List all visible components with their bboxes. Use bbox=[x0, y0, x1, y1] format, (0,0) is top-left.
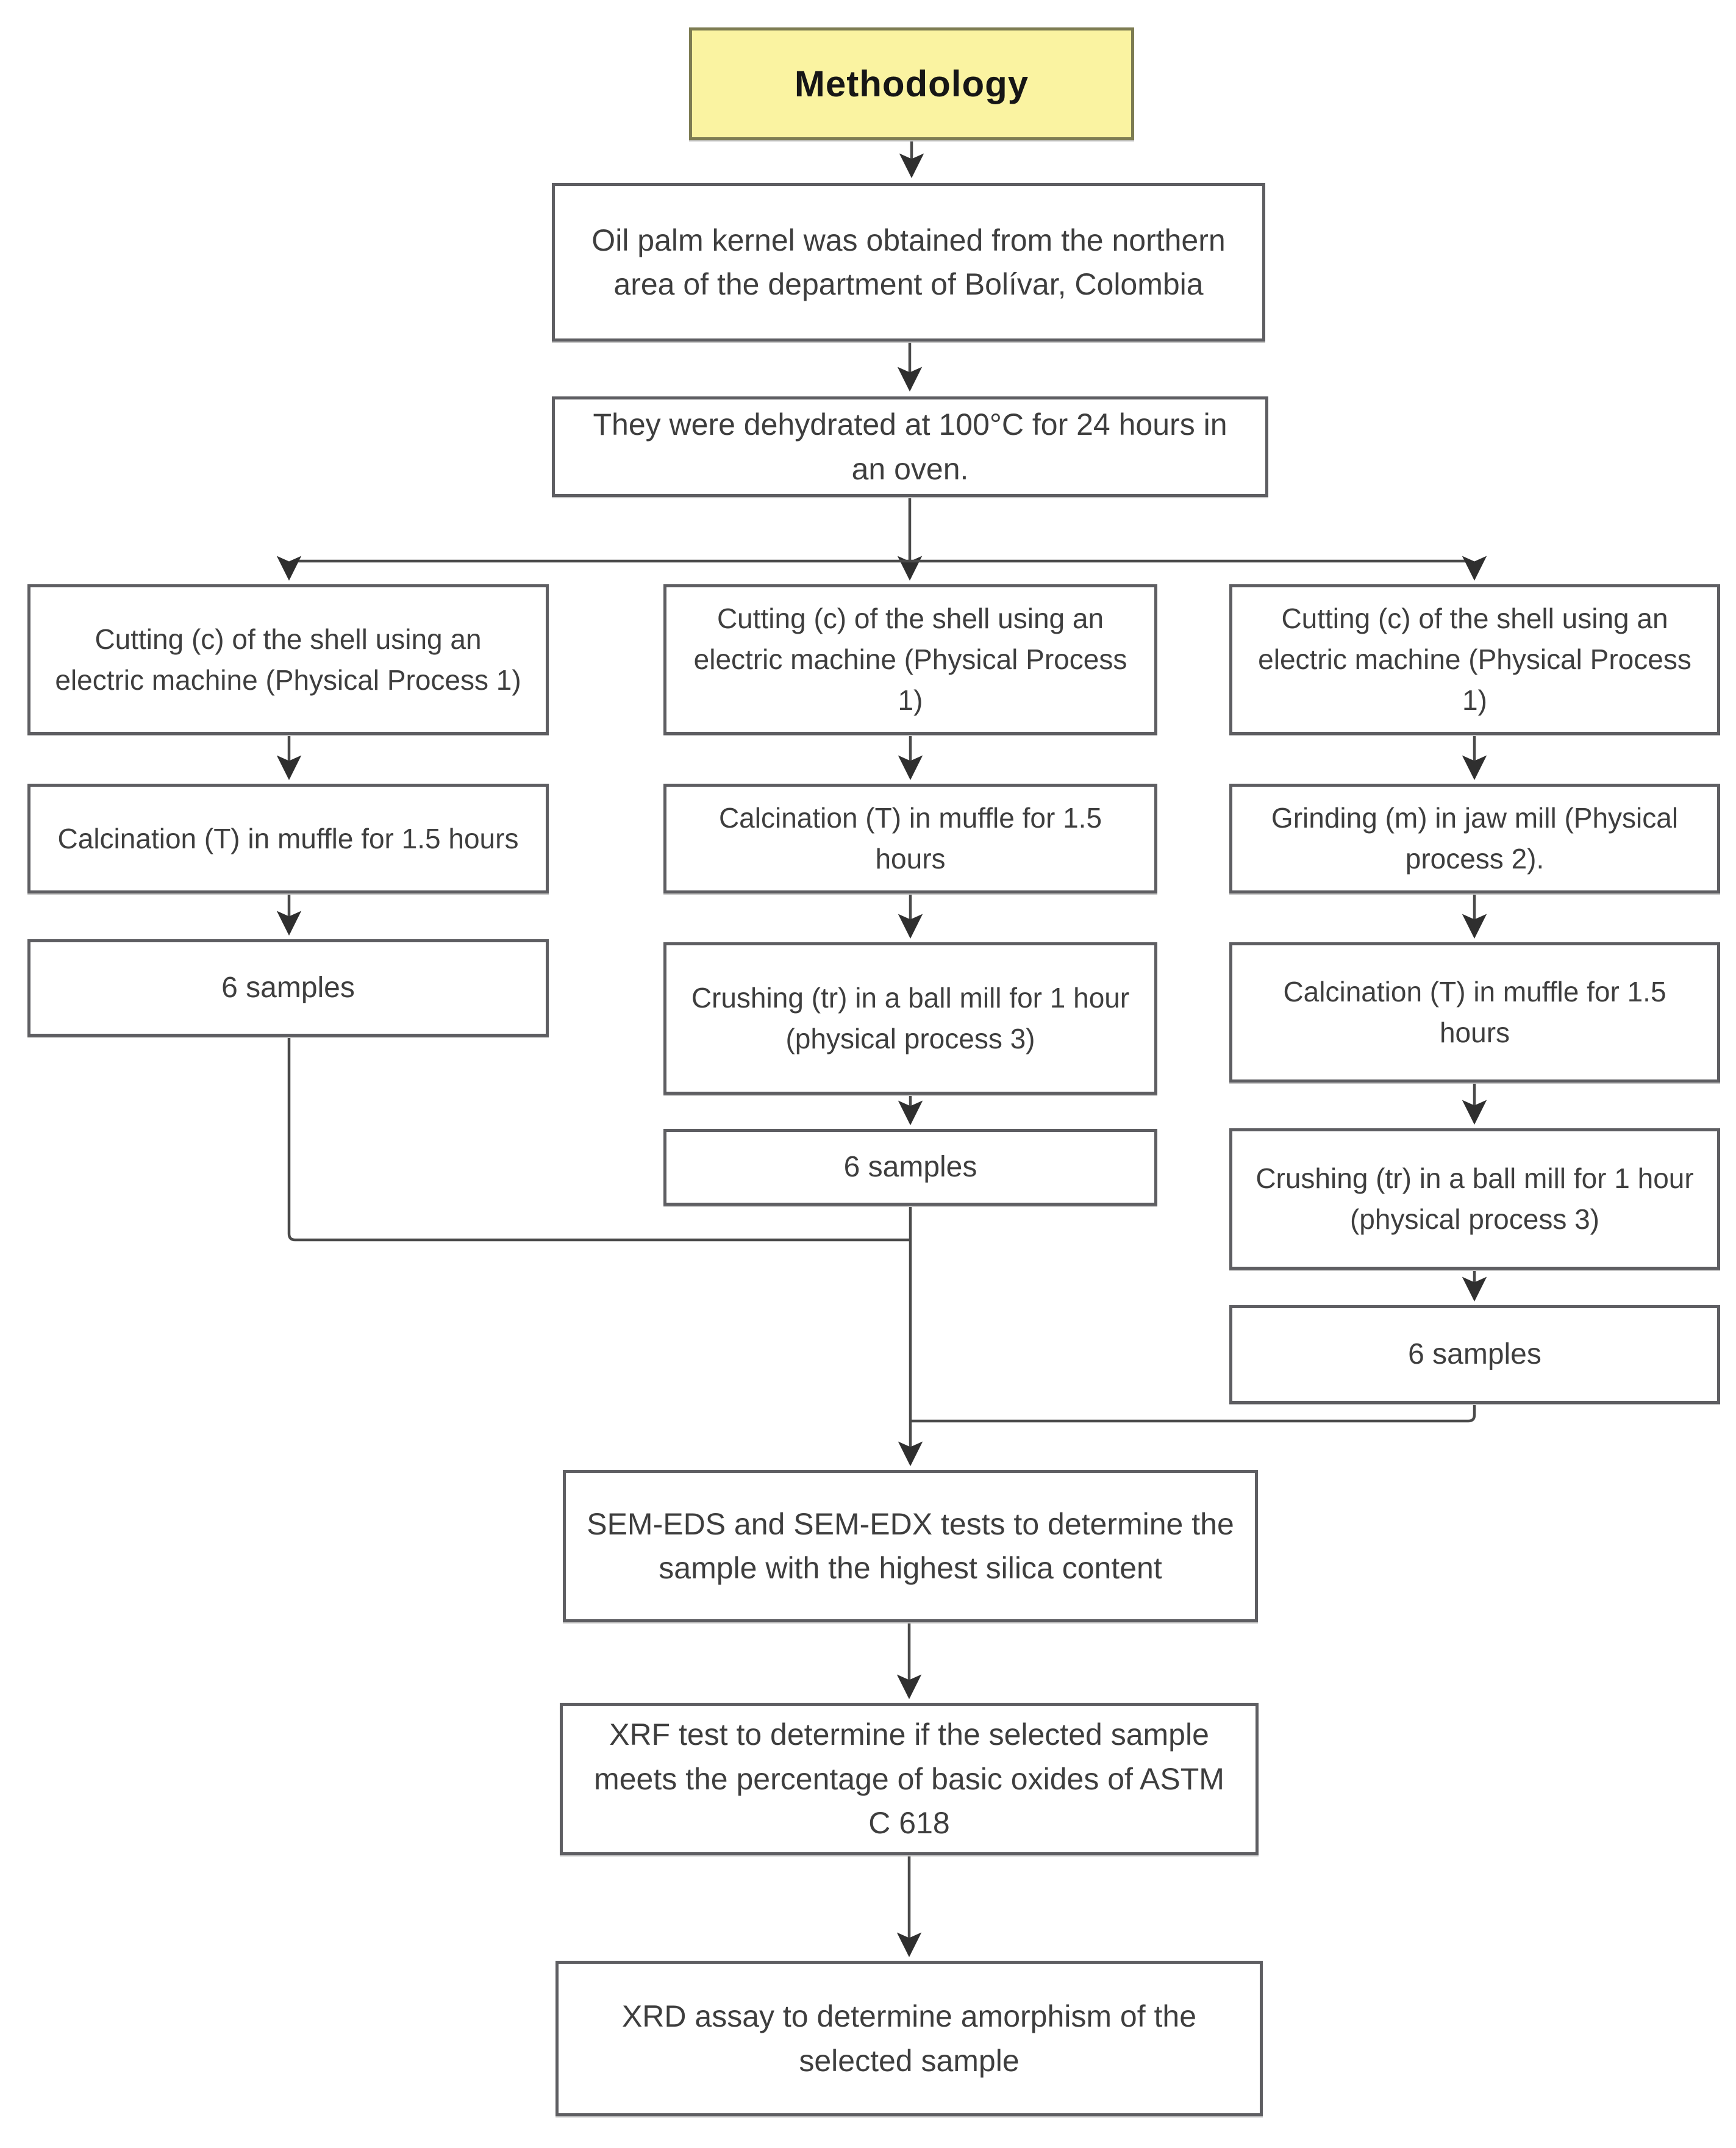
node-six-samples-left: 6 samples bbox=[27, 939, 549, 1037]
node-calcination-right: Calcination (T) in muffle for 1.5 hours bbox=[1229, 942, 1720, 1083]
node-xrd-assay: XRD assay to determine amorphism of the … bbox=[555, 1961, 1263, 2116]
node-cutting-middle: Cutting (c) of the shell using an electr… bbox=[663, 584, 1157, 735]
node-oil-palm-source: Oil palm kernel was obtained from the no… bbox=[552, 183, 1265, 342]
node-cutting-left: Cutting (c) of the shell using an electr… bbox=[27, 584, 549, 735]
node-dehydration: They were dehydrated at 100°C for 24 hou… bbox=[552, 396, 1268, 497]
node-sem-eds-test: SEM-EDS and SEM-EDX tests to determine t… bbox=[563, 1470, 1258, 1622]
node-cutting-right: Cutting (c) of the shell using an electr… bbox=[1229, 584, 1720, 735]
node-calcination-left: Calcination (T) in muffle for 1.5 hours bbox=[27, 784, 549, 893]
node-xrf-test: XRF test to determine if the selected sa… bbox=[560, 1703, 1259, 1855]
node-calcination-middle: Calcination (T) in muffle for 1.5 hours bbox=[663, 784, 1157, 893]
node-crushing-middle: Crushing (tr) in a ball mill for 1 hour … bbox=[663, 942, 1157, 1095]
node-grinding-right: Grinding (m) in jaw mill (Physical proce… bbox=[1229, 784, 1720, 893]
node-six-samples-middle: 6 samples bbox=[663, 1129, 1157, 1206]
node-methodology-title: Methodology bbox=[689, 27, 1134, 140]
node-six-samples-right: 6 samples bbox=[1229, 1305, 1720, 1404]
node-crushing-right: Crushing (tr) in a ball mill for 1 hour … bbox=[1229, 1128, 1720, 1270]
